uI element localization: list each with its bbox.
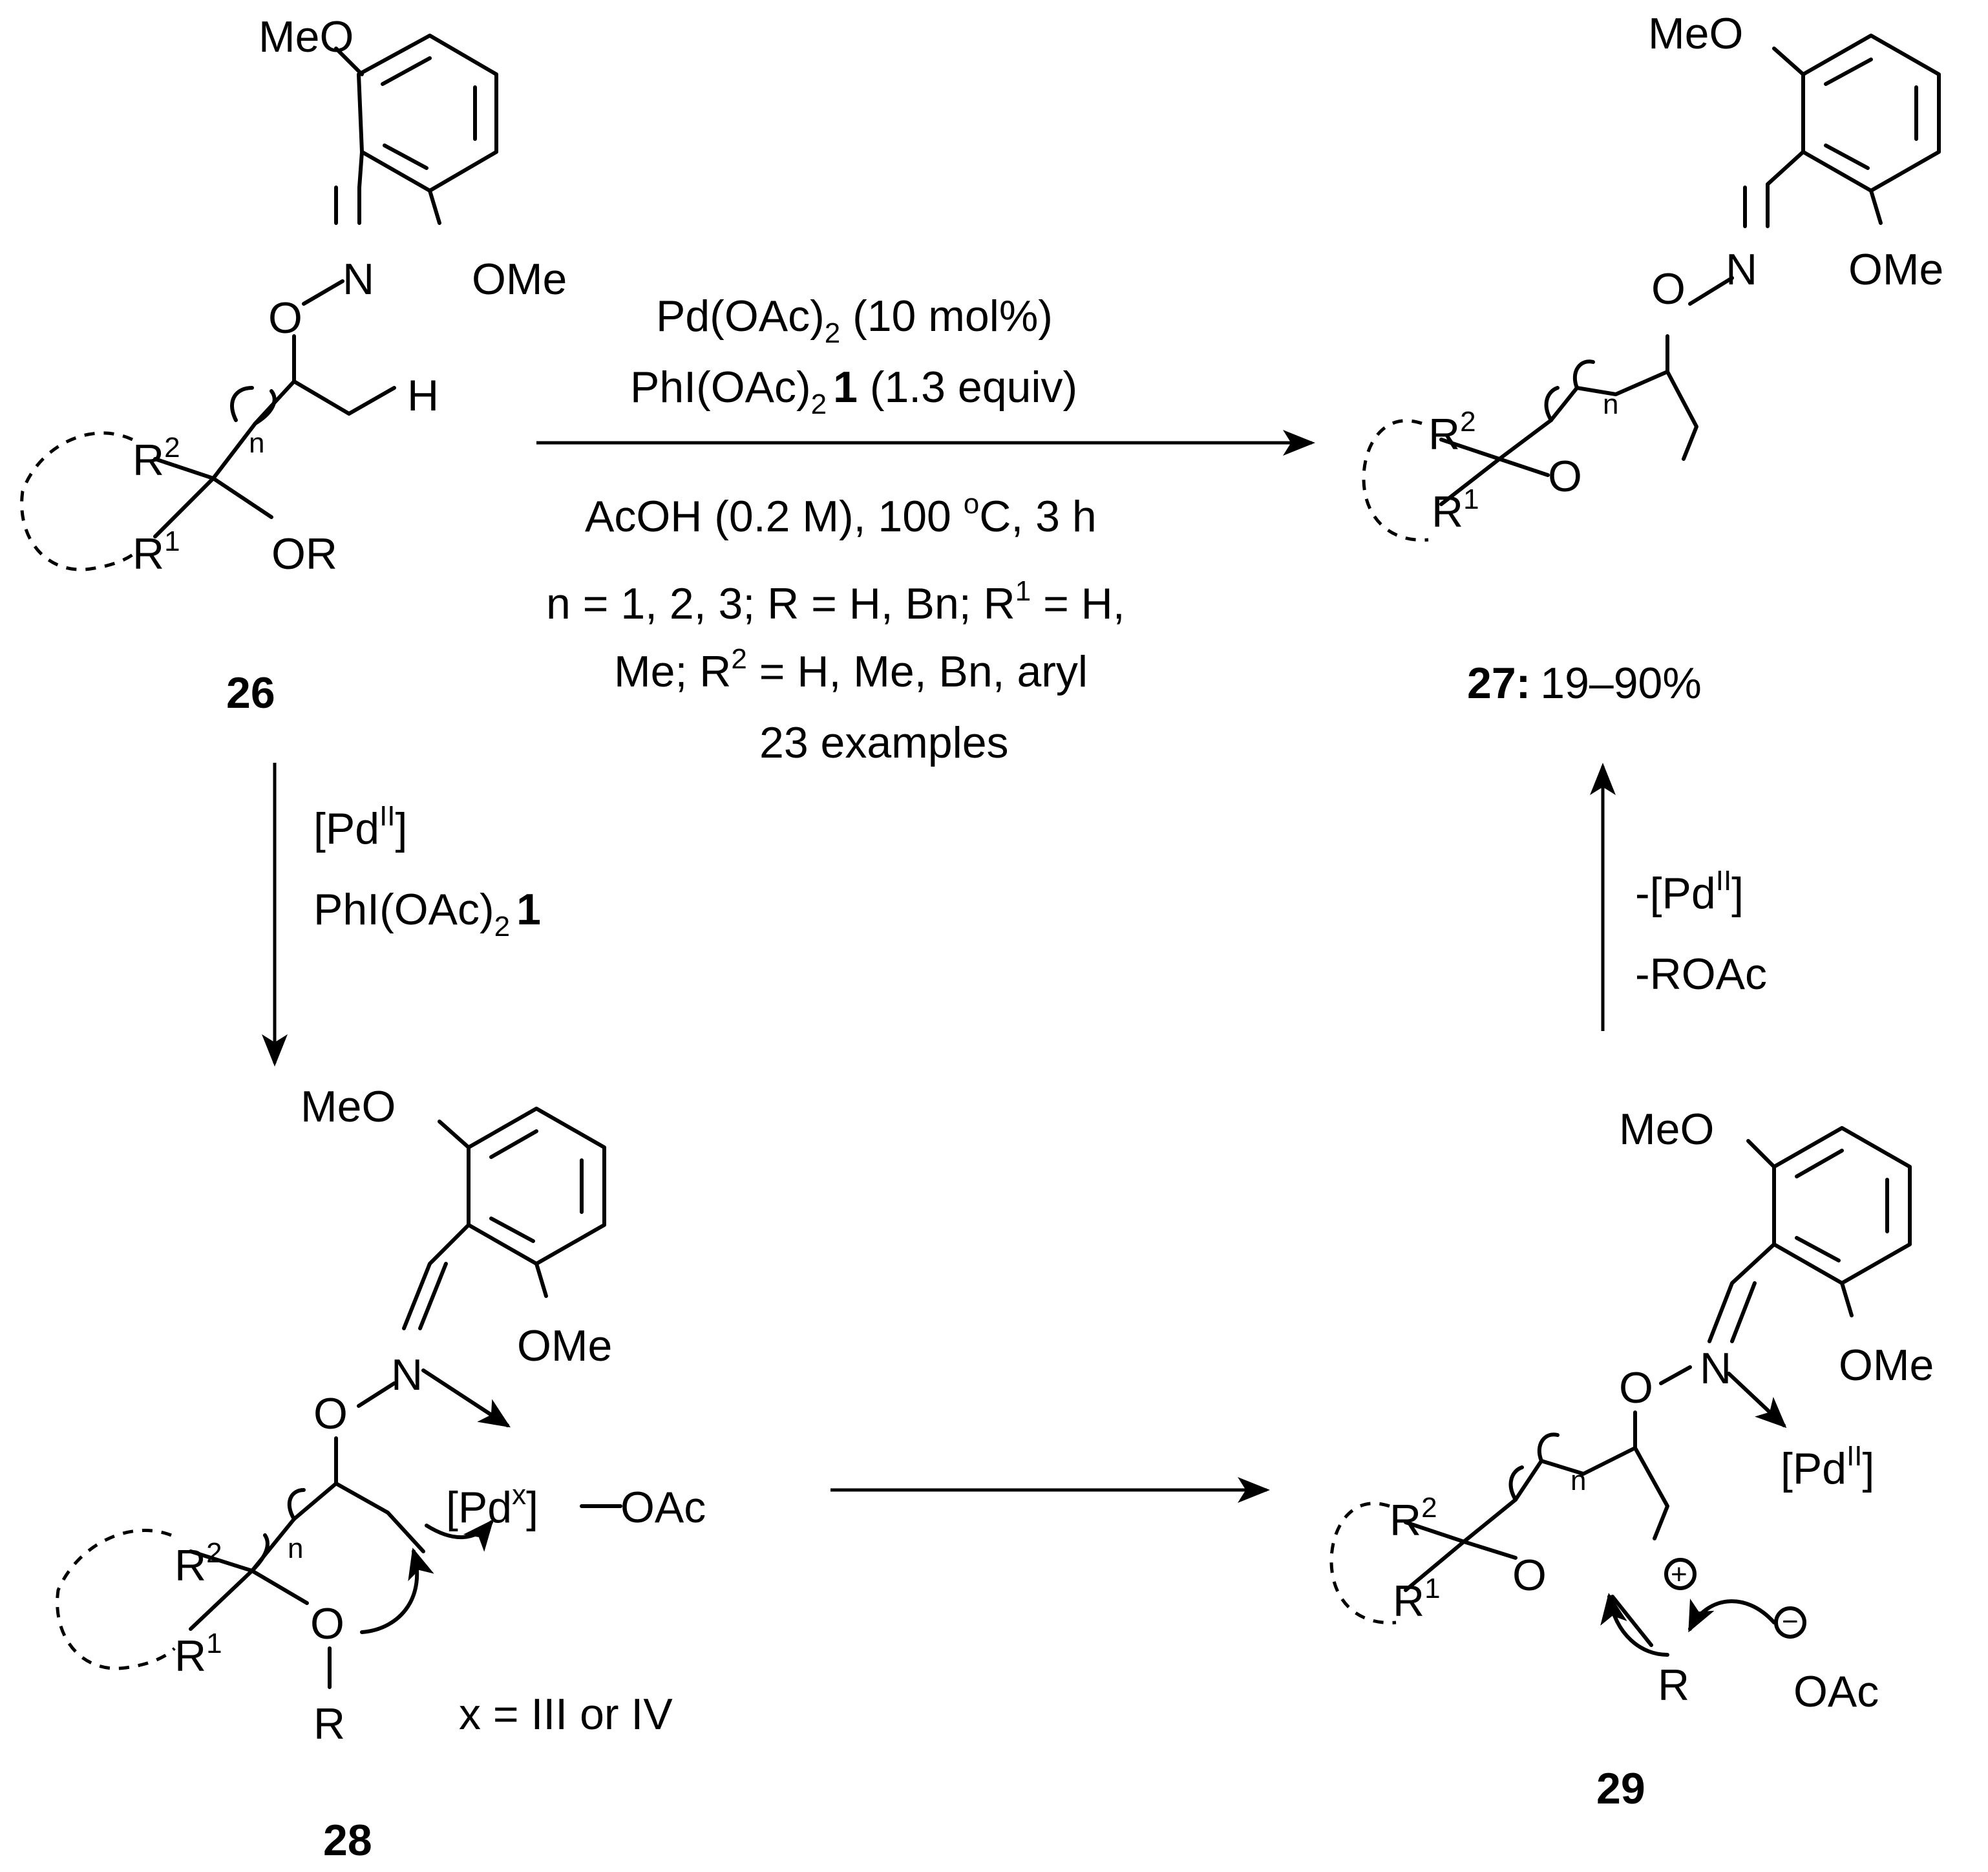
n-index-29: n bbox=[1570, 1465, 1586, 1496]
n-atom: N bbox=[343, 255, 374, 304]
up-arrow-byproducts: -[PdII] -ROAc bbox=[1635, 865, 1767, 999]
ome-label-28: OMe bbox=[517, 1321, 612, 1370]
plus-charge: + bbox=[1671, 1558, 1687, 1590]
h-atom: H bbox=[407, 371, 439, 420]
acetate-29: OAc bbox=[1793, 1667, 1879, 1716]
n-to-pd-arrow-29 bbox=[1727, 1372, 1787, 1429]
n-index-28: n bbox=[288, 1533, 303, 1564]
meo-label: MeO bbox=[259, 12, 354, 61]
o-attack-arrow bbox=[360, 1548, 434, 1634]
compound-27: MeO OMe N O O R2 R1 n 27:19–90% bbox=[1362, 9, 1943, 708]
r-group-29: R bbox=[1658, 1661, 1689, 1710]
condition-examples: 23 examples bbox=[759, 718, 1009, 767]
n-to-pd-arrow bbox=[421, 1368, 511, 1428]
n-atom-27: N bbox=[1726, 245, 1757, 294]
r-group-28: R bbox=[313, 1699, 345, 1749]
r2-label-28: R2 bbox=[174, 1537, 222, 1590]
pd-ii-29: [PdII] bbox=[1781, 1440, 1874, 1493]
acetate-minus-circle bbox=[1774, 1606, 1806, 1639]
oac-ligand-28: OAc bbox=[620, 1483, 706, 1532]
o-atom-29: O bbox=[1619, 1363, 1653, 1412]
pd-complex-28: [Pdx] bbox=[446, 1479, 538, 1532]
compound-28-number: 28 bbox=[323, 1816, 372, 1865]
r1-label-29: R1 bbox=[1393, 1573, 1441, 1626]
ring-o-arrow-29 bbox=[1600, 1593, 1669, 1657]
up-arrow-roac: -ROAc bbox=[1635, 950, 1767, 999]
compound-26: MeO OMe N O H R2 R1 n OR 26 bbox=[20, 12, 567, 718]
r2-label: R2 bbox=[132, 432, 180, 485]
o-atom: O bbox=[268, 293, 302, 343]
r1-label-28: R1 bbox=[174, 1628, 222, 1681]
n-index-27: n bbox=[1603, 388, 1618, 420]
compound-26-number: 26 bbox=[226, 668, 275, 718]
o-atom-28: O bbox=[313, 1389, 348, 1438]
c-pd-bond-arrow bbox=[425, 1519, 494, 1552]
meo-label-27: MeO bbox=[1648, 9, 1743, 58]
up-arrow-pd: -[PdII] bbox=[1635, 865, 1744, 918]
n-index: n bbox=[249, 427, 264, 459]
compound-29: + − MeO OMe N O O R [PdII] OAc R2 R1 n 2… bbox=[1329, 1105, 1934, 1813]
compound-29-number: 29 bbox=[1596, 1764, 1645, 1813]
oxonium-plus-circle bbox=[1664, 1558, 1697, 1590]
down-arrow-pd: [PdII] bbox=[313, 800, 407, 853]
r2-label-27: R2 bbox=[1428, 406, 1476, 459]
o-atom-27: O bbox=[1651, 264, 1686, 314]
compound-28: MeO OMe N O O R [Pdx] OAc R2 R1 n x = II… bbox=[56, 1082, 706, 1865]
ome-label-29: OMe bbox=[1839, 1341, 1934, 1390]
r1-label-27: R1 bbox=[1432, 484, 1479, 537]
condition-solvent: AcOH (0.2 M), 100 oC, 3 h bbox=[585, 488, 1097, 541]
ome-label-27: OMe bbox=[1848, 245, 1943, 294]
x-note-28: x = III or IV bbox=[459, 1690, 673, 1739]
or-group: OR bbox=[271, 529, 337, 579]
n-atom-28: N bbox=[391, 1350, 423, 1399]
meo-label-29: MeO bbox=[1619, 1105, 1714, 1154]
ring-o-29: O bbox=[1512, 1551, 1547, 1600]
n-atom-29: N bbox=[1700, 1344, 1731, 1393]
r2-label-29: R2 bbox=[1390, 1492, 1437, 1545]
compound-27-result: 27:19–90% bbox=[1467, 659, 1702, 708]
condition-scope-line1: n = 1, 2, 3; R = H, Bn; R1 = H, bbox=[546, 575, 1125, 628]
meo-label-28: MeO bbox=[301, 1082, 396, 1131]
condition-scope-line2: Me; R2 = H, Me, Bn, aryl bbox=[614, 643, 1088, 696]
r1-label: R1 bbox=[132, 526, 180, 579]
condition-pd-catalyst: Pd(OAc)2 (10 mol%) bbox=[656, 292, 1053, 349]
ring-o-27: O bbox=[1548, 452, 1582, 501]
minus-charge: − bbox=[1782, 1606, 1799, 1637]
acetate-attack-arrow-29 bbox=[1688, 1599, 1776, 1633]
ether-o-28: O bbox=[310, 1599, 344, 1648]
ome-label: OMe bbox=[472, 255, 567, 304]
